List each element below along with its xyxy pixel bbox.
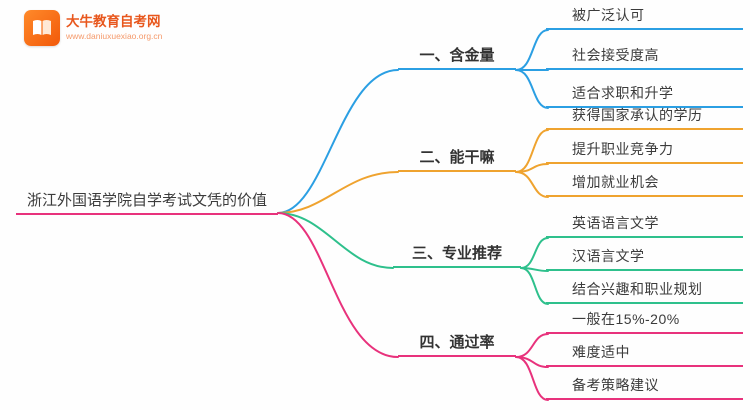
leaf-node: 备考策略建议 bbox=[546, 376, 743, 400]
leaf-node: 适合求职和升学 bbox=[546, 84, 743, 108]
connector-branch1-leaf1 bbox=[515, 29, 549, 71]
open-book-icon bbox=[24, 10, 60, 46]
leaf-node: 难度适中 bbox=[546, 343, 743, 367]
site-logo: 大牛教育自考网 www.daniuxuexiao.org.cn bbox=[24, 10, 162, 46]
logo-text: 大牛教育自考网 www.daniuxuexiao.org.cn bbox=[66, 14, 162, 42]
connector-branch4-leaf1 bbox=[515, 333, 549, 358]
logo-title: 大牛教育自考网 bbox=[66, 14, 161, 30]
leaf-node: 提升职业竞争力 bbox=[546, 140, 743, 164]
open-book-glyph bbox=[33, 19, 51, 35]
leaf-node: 英语语言文学 bbox=[546, 214, 743, 238]
connector-root-branch3 bbox=[277, 212, 394, 269]
leaf-node: 汉语言文学 bbox=[546, 247, 743, 271]
connector-branch4-leaf3 bbox=[515, 356, 549, 401]
connector-root-branch4 bbox=[277, 212, 399, 358]
connector-root-branch1 bbox=[277, 69, 399, 214]
leaf-node: 一般在15%-20% bbox=[546, 310, 743, 334]
connector-root-branch2 bbox=[277, 171, 399, 214]
connector-branch3-leaf3 bbox=[520, 267, 549, 305]
branch-node-2: 二、能干嘛 bbox=[398, 148, 516, 172]
connector-branch2-leaf3 bbox=[515, 171, 549, 198]
leaf-node: 结合兴趣和职业规划 bbox=[546, 280, 743, 304]
root-node: 浙江外国语学院自学考试文凭的价值 bbox=[16, 188, 278, 215]
branch-node-1: 一、含金量 bbox=[398, 46, 516, 70]
connector-branch2-leaf1 bbox=[515, 129, 549, 173]
leaf-node: 增加就业机会 bbox=[546, 173, 743, 197]
leaf-node: 被广泛认可 bbox=[546, 6, 743, 30]
leaf-node: 社会接受度高 bbox=[546, 46, 743, 70]
leaf-node: 获得国家承认的学历 bbox=[546, 106, 743, 130]
connector-branch1-leaf3 bbox=[515, 69, 549, 109]
branch-node-4: 四、通过率 bbox=[398, 333, 516, 357]
branch-node-3: 三、专业推荐 bbox=[393, 244, 521, 268]
connector-branch3-leaf1 bbox=[520, 237, 549, 269]
logo-url: www.daniuxuexiao.org.cn bbox=[66, 31, 163, 42]
connector-branch2-leaf2 bbox=[515, 163, 549, 173]
